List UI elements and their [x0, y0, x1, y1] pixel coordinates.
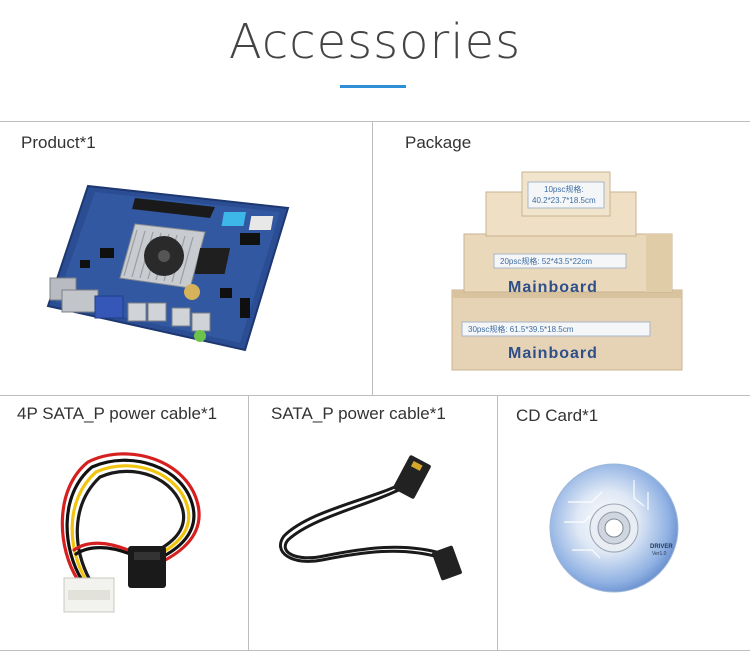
cell-label-product: Product*1	[21, 133, 96, 152]
disc-text-driver: DRIVER	[650, 544, 673, 550]
grid-line-middle	[0, 395, 750, 396]
page-title: Accessories	[228, 14, 522, 70]
box-large-print: Mainboard	[508, 345, 598, 362]
cd-disc-photo: DRIVER Ver1.0	[549, 463, 679, 593]
cell-label-sata-cable: SATA_P power cable*1	[271, 404, 446, 423]
box-small-spec: 10psc规格:	[544, 184, 584, 194]
grid-divider-bottom-left	[248, 395, 249, 650]
title-underline	[340, 85, 406, 88]
grid-line-top	[0, 121, 750, 122]
grid-line-bottom	[0, 650, 750, 651]
power-cable-photo	[60, 452, 201, 613]
grid-divider-top	[372, 121, 373, 395]
sata-cable-photo	[279, 455, 462, 581]
mainboard-photo	[46, 184, 290, 352]
cell-label-package: Package	[405, 133, 472, 152]
disc-text-version: Ver1.0	[652, 551, 667, 557]
box-small-size: 40.2*23.7*18.5cm	[532, 196, 596, 205]
box-medium-print: Mainboard	[508, 279, 598, 296]
cell-label-cd-card: CD Card*1	[516, 406, 599, 425]
box-medium-spec: 20psc规格: 52*43.5*22cm	[500, 256, 592, 266]
package-boxes-photo: 30psc规格: 61.5*39.5*18.5cm Mainboard 20ps…	[451, 171, 683, 371]
grid-divider-bottom-right	[497, 395, 498, 650]
cell-label-4p-sata-cable: 4P SATA_P power cable*1	[17, 404, 218, 423]
box-large-spec: 30psc规格: 61.5*39.5*18.5cm	[468, 324, 574, 334]
